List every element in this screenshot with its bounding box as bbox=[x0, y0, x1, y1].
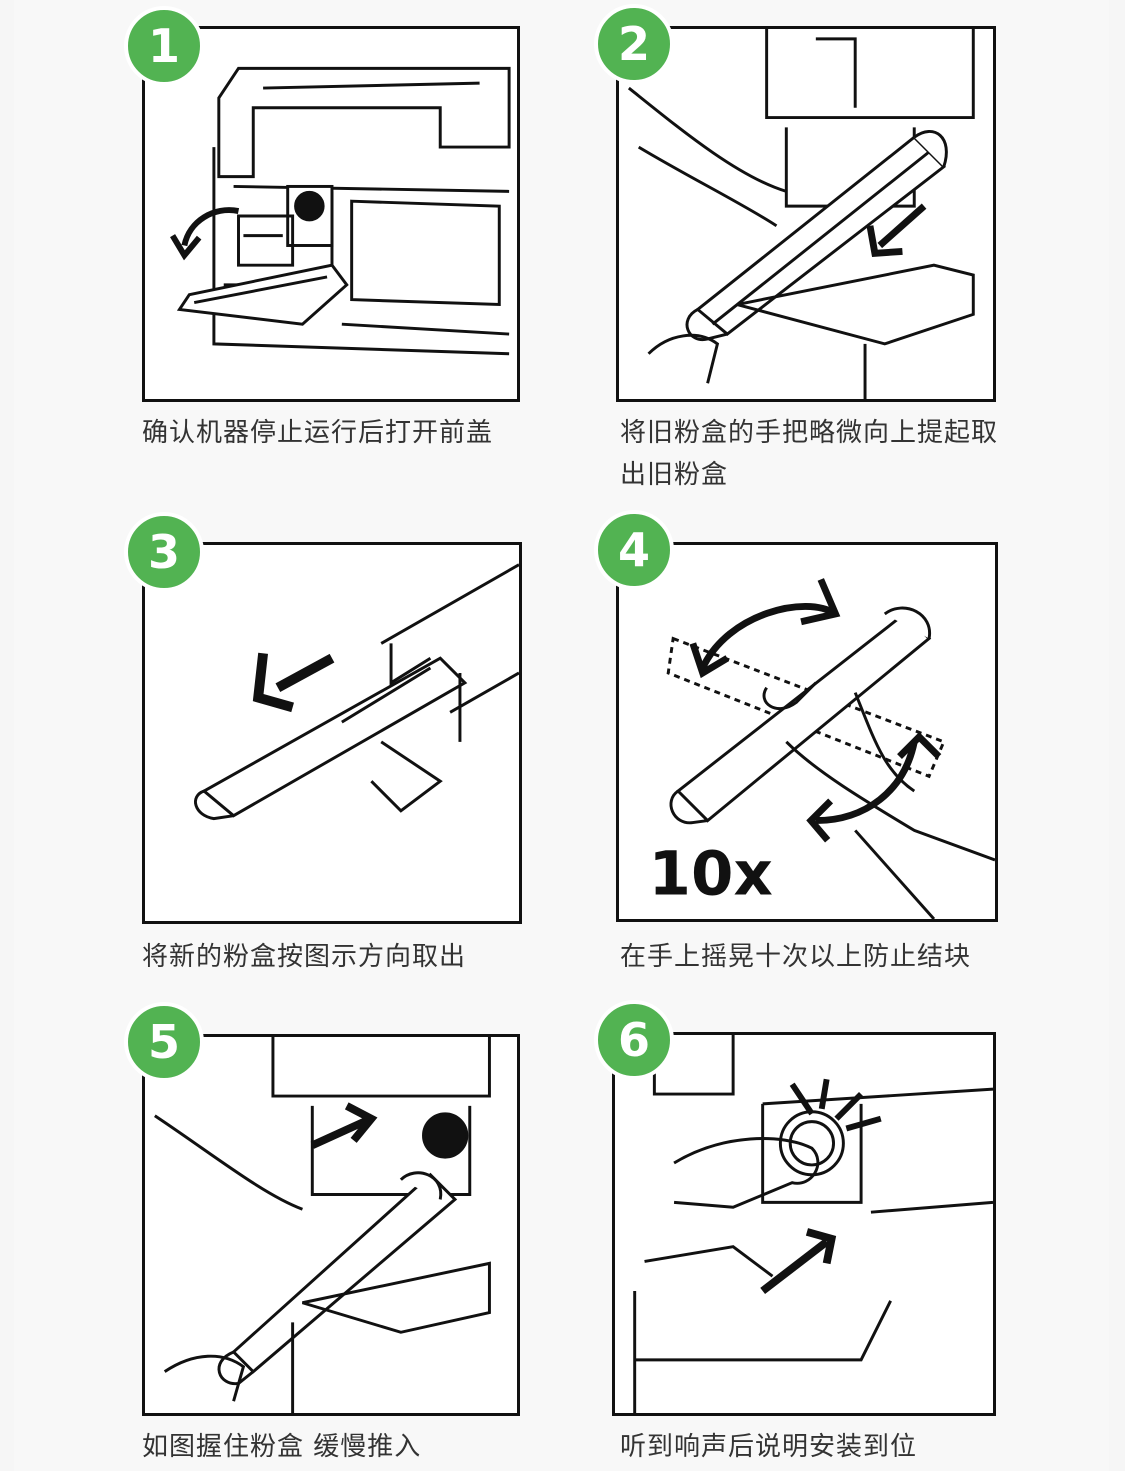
step-6-caption: 听到响声后说明安装到位 bbox=[620, 1432, 918, 1462]
step-4-number: 4 bbox=[617, 523, 650, 577]
toner-click-in-place-drawing bbox=[633, 1035, 993, 1413]
step-6-number-badge: 6 bbox=[594, 1000, 674, 1080]
step-2-caption: 将旧粉盒的手把略微向上提起取出旧粉盒 bbox=[620, 418, 999, 490]
insert-toner-drawing bbox=[154, 1037, 491, 1413]
step-2-number-badge: 2 bbox=[594, 4, 674, 84]
step-5-number: 5 bbox=[147, 1015, 180, 1069]
step-1-caption: 确认机器停止运行后打开前盖 bbox=[142, 418, 494, 448]
step-4-number-badge: 4 bbox=[594, 510, 674, 590]
take-out-new-toner-drawing bbox=[194, 563, 519, 821]
step-2-number: 2 bbox=[617, 17, 650, 71]
step-6-number: 6 bbox=[617, 1013, 650, 1067]
step-5-illustration bbox=[142, 1034, 520, 1416]
remove-old-toner-drawing bbox=[627, 29, 975, 399]
step-5-caption: 如图握住粉盒 缓慢推入 bbox=[142, 1432, 422, 1462]
step-4-illustration: 10x bbox=[616, 542, 998, 922]
step-5-number-badge: 5 bbox=[124, 1002, 204, 1082]
step-1-number: 1 bbox=[147, 19, 180, 73]
instruction-sheet: 1 确认机器停止运行后打开前盖 2 将旧粉盒的手把略微向 bbox=[14, 0, 1109, 1471]
copier-front-cover-drawing bbox=[170, 66, 511, 356]
shake-count-label: 10x bbox=[649, 838, 773, 909]
shake-toner-drawing: 10x bbox=[649, 578, 995, 919]
step-3-number-badge: 3 bbox=[124, 512, 204, 592]
step-4-caption: 在手上摇晃十次以上防止结块 bbox=[620, 942, 972, 972]
step-1-illustration bbox=[142, 26, 520, 402]
step-2-illustration bbox=[616, 26, 996, 402]
step-3-number: 3 bbox=[147, 525, 180, 579]
step-1-number-badge: 1 bbox=[124, 6, 204, 86]
step-6-illustration bbox=[612, 1032, 996, 1416]
step-3-illustration bbox=[142, 542, 522, 924]
step-3-caption: 将新的粉盒按图示方向取出 bbox=[142, 942, 467, 972]
